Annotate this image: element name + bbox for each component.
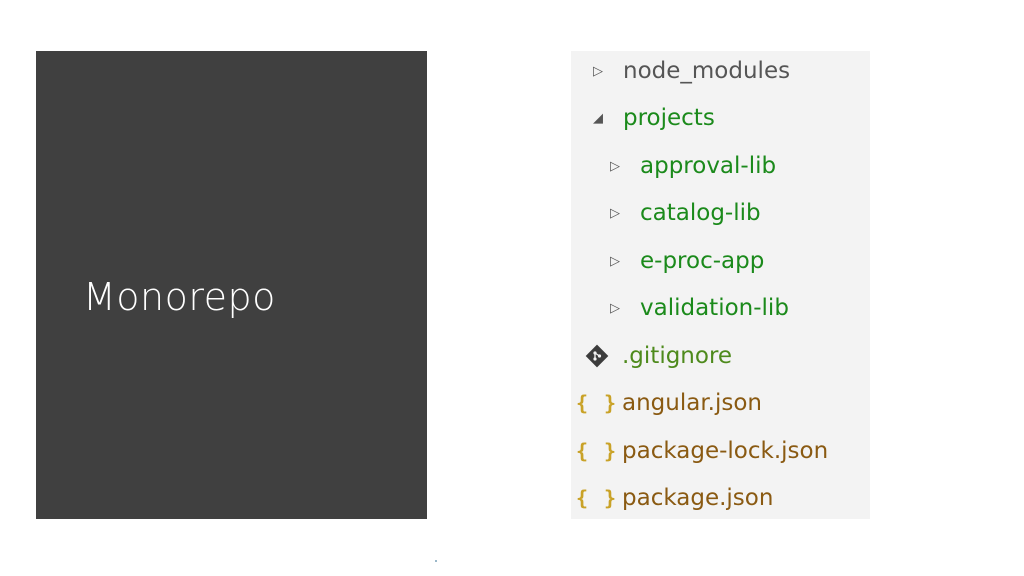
tree-item-angular-json[interactable]: { } angular.json [576, 383, 763, 423]
json-icon: { } [576, 486, 616, 510]
tree-item-label: projects [623, 104, 715, 131]
decorative-dot [435, 560, 437, 562]
json-icon: { } [576, 391, 616, 415]
tree-item-approval-lib[interactable]: approval-lib [608, 146, 776, 186]
slide-title: Monorepo [83, 275, 276, 319]
tree-item-label: angular.json [622, 389, 763, 416]
tree-item-label: catalog-lib [640, 199, 761, 226]
tree-item-label: e-proc-app [640, 247, 765, 274]
tree-item-projects[interactable]: projects [591, 98, 715, 138]
tree-item-e-proc-app[interactable]: e-proc-app [608, 241, 764, 281]
git-icon [584, 344, 610, 368]
json-icon-glyph: { } [575, 391, 619, 415]
tree-item-label: node_modules [623, 57, 791, 84]
tree-item-label: package.json [622, 484, 774, 511]
tree-item-label: package-lock.json [622, 437, 829, 464]
tree-item-validation-lib[interactable]: validation-lib [608, 288, 789, 328]
tree-item-gitignore[interactable]: .gitignore [584, 336, 732, 376]
expand-arrow-icon[interactable] [608, 254, 622, 269]
expand-arrow-icon[interactable] [608, 159, 622, 174]
tree-item-package-lock-json[interactable]: { } package-lock.json [576, 431, 829, 471]
tree-item-label: validation-lib [640, 294, 789, 321]
collapse-arrow-icon[interactable] [591, 111, 605, 126]
tree-item-catalog-lib[interactable]: catalog-lib [608, 193, 761, 233]
expand-arrow-icon[interactable] [608, 301, 622, 316]
title-panel: Monorepo [36, 51, 427, 519]
tree-item-package-json[interactable]: { } package.json [576, 478, 774, 518]
json-icon-glyph: { } [575, 439, 619, 463]
tree-item-label: .gitignore [622, 342, 733, 369]
tree-item-label: approval-lib [640, 152, 777, 179]
json-icon: { } [576, 439, 616, 463]
file-explorer-tree: node_modules projects approval-lib catal… [571, 51, 870, 519]
tree-item-node-modules[interactable]: node_modules [591, 51, 790, 91]
expand-arrow-icon[interactable] [608, 206, 622, 221]
json-icon-glyph: { } [575, 486, 619, 510]
expand-arrow-icon[interactable] [591, 64, 605, 79]
